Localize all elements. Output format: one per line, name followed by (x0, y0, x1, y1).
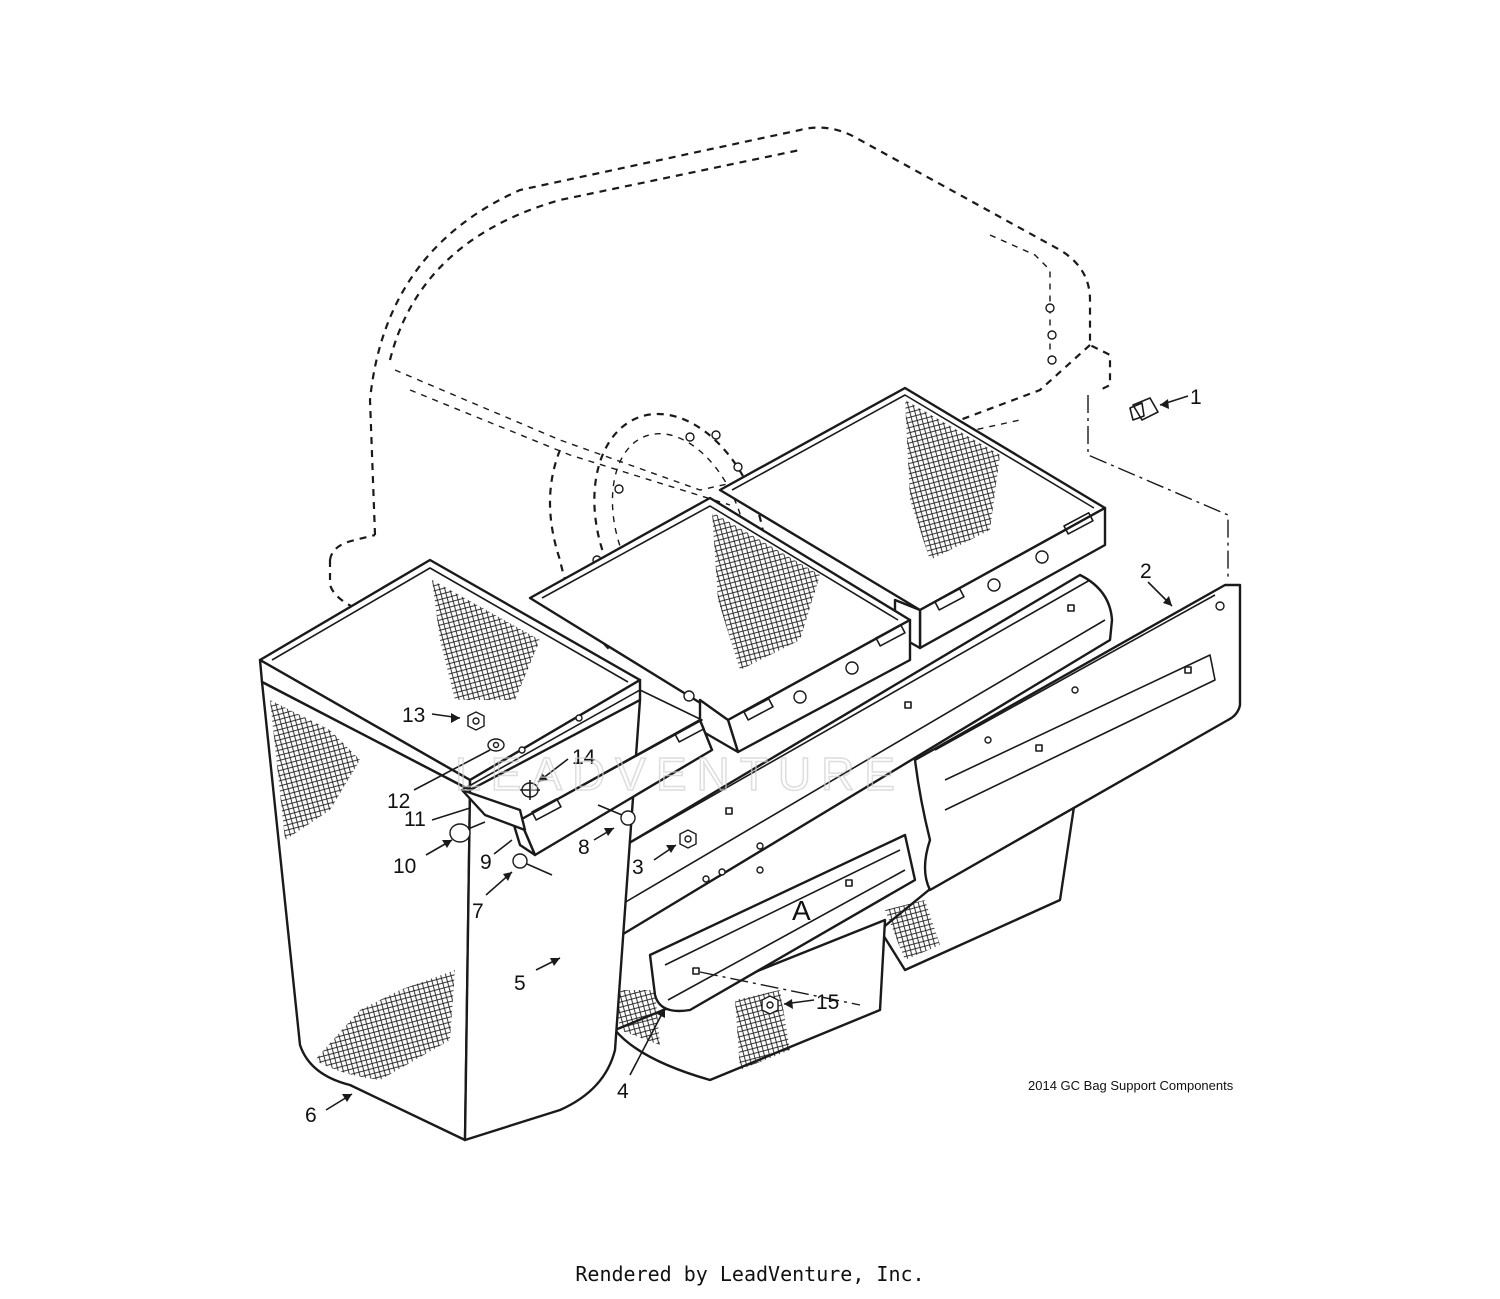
callout-10: 10 (393, 855, 416, 878)
footer-credit: Rendered by LeadVenture, Inc. (575, 1262, 925, 1286)
callout-8: 8 (578, 836, 590, 859)
callout-2: 2 (1140, 560, 1152, 583)
hardware (449, 397, 1159, 1015)
centerline-1 (1087, 395, 1229, 580)
hood-mounting-holes (592, 303, 1057, 565)
bag-lower-bodies (613, 798, 1077, 1082)
bag-middle (528, 496, 912, 754)
callout-14: 14 (572, 746, 596, 769)
callout-12: 12 (387, 790, 410, 813)
callout-3: 3 (632, 856, 644, 879)
leader-arrows (325, 395, 1189, 1111)
diagram-caption: 2014 GC Bag Support Components (1028, 1078, 1234, 1093)
callout-5: 5 (514, 972, 526, 995)
watermark-text: LEADVENTURE (455, 748, 905, 800)
callout-labels: 1 2 3 4 5 6 7 8 9 10 11 12 13 14 15 A (305, 386, 1202, 1127)
callout-13: 13 (402, 704, 425, 727)
callout-4: 4 (617, 1080, 629, 1103)
rear-rail-2 (913, 583, 1242, 892)
callout-11: 11 (404, 808, 426, 831)
callout-15: 15 (816, 991, 839, 1014)
callout-6: 6 (305, 1104, 317, 1127)
callout-9: 9 (480, 851, 492, 874)
detail-label-a: A (792, 895, 811, 926)
bag-rear (718, 386, 1107, 650)
side-bracket-9 (460, 689, 714, 857)
callout-1: 1 (1190, 386, 1202, 409)
support-plate-4 (648, 833, 917, 1013)
callout-7: 7 (472, 900, 484, 923)
